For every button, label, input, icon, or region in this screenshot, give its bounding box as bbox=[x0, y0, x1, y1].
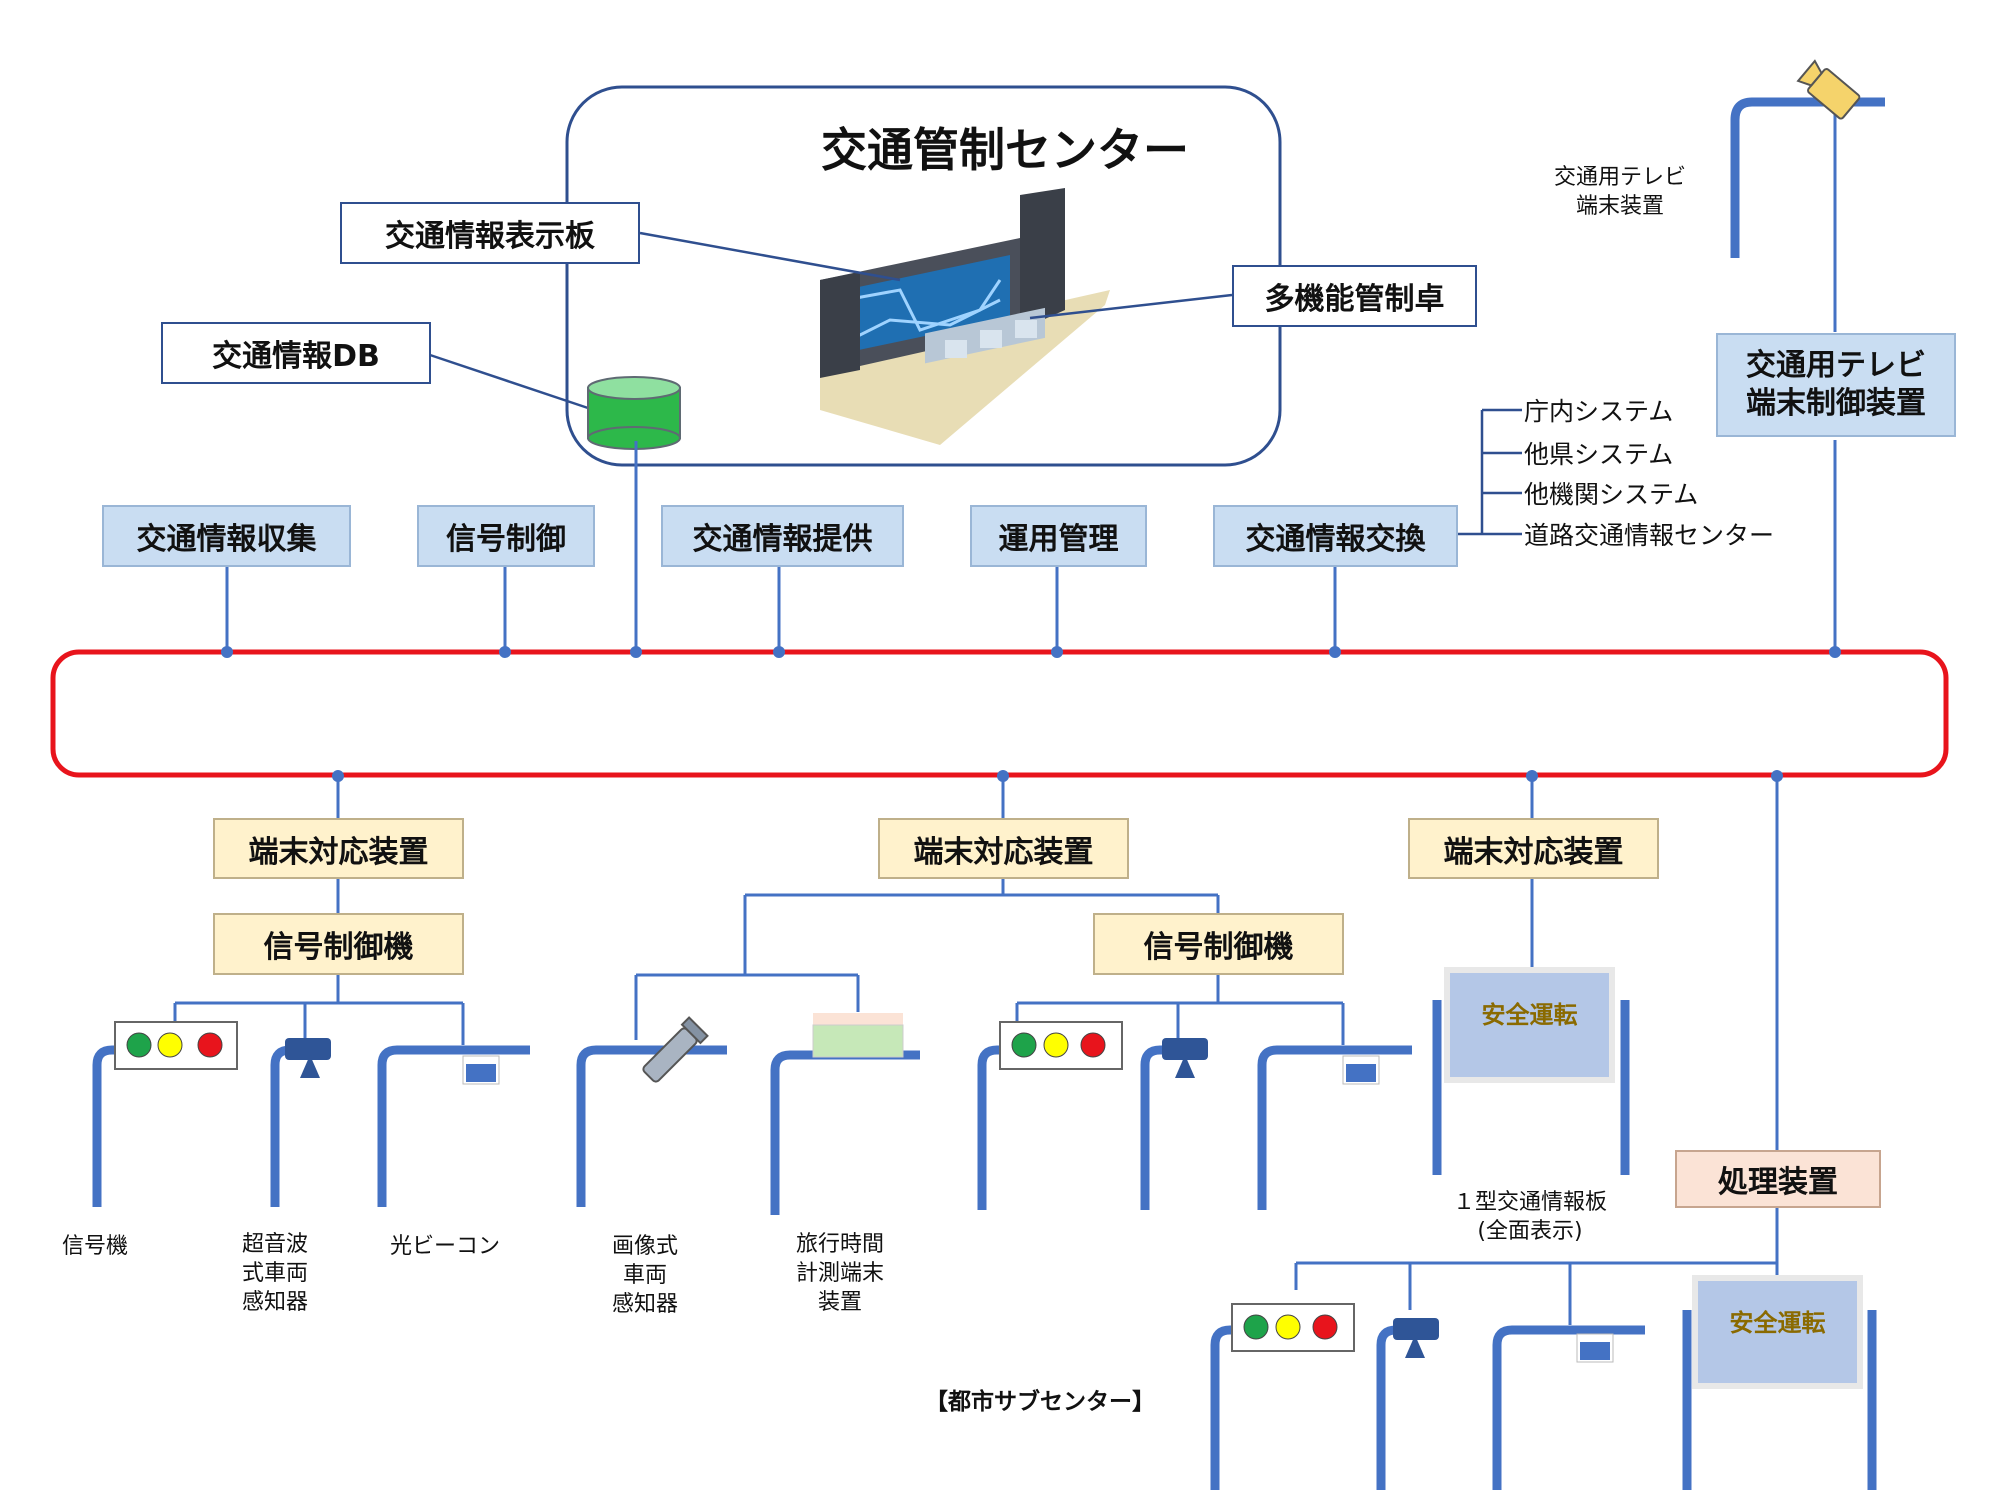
pole-beacon-3 bbox=[1492, 1325, 1645, 1490]
poles bbox=[92, 97, 1885, 1490]
traffic-signal-3 bbox=[1231, 1303, 1355, 1352]
function-traffic-collection[interactable]: 交通情報収集 bbox=[102, 505, 351, 567]
database-label: 交通情報DB bbox=[161, 322, 431, 384]
terminal-unit-1[interactable]: 端末対応装置 bbox=[213, 818, 464, 879]
display-board-label: 交通情報表示板 bbox=[340, 202, 640, 264]
terminal-unit-2[interactable]: 端末対応装置 bbox=[878, 818, 1129, 879]
function-info-provision[interactable]: 交通情報提供 bbox=[661, 505, 904, 567]
pole-traveltime bbox=[770, 1050, 920, 1215]
info-board-panel-2 bbox=[1692, 1275, 1863, 1389]
pole-signal-2 bbox=[977, 1045, 1004, 1210]
travel-time-label: 旅行時間 計測端末 装置 bbox=[795, 1232, 884, 1315]
signal-label: 信号機 bbox=[61, 1233, 128, 1259]
exchange-target-internal: 庁内システム bbox=[1524, 397, 1674, 426]
processing-unit[interactable]: 処理装置 bbox=[1675, 1150, 1881, 1208]
optical-beacon-2 bbox=[1342, 1055, 1380, 1085]
terminal-unit-3[interactable]: 端末対応装置 bbox=[1408, 818, 1659, 879]
traffic-signal-1 bbox=[114, 1021, 238, 1070]
signal-controller-2[interactable]: 信号制御機 bbox=[1093, 913, 1344, 975]
tv-camera-label: 交通用テレビ 端末装置 bbox=[1553, 165, 1686, 219]
tv-camera bbox=[1796, 59, 1861, 120]
exchange-target-other-pref: 他県システム bbox=[1524, 440, 1674, 469]
console-label: 多機能管制卓 bbox=[1232, 265, 1477, 327]
info-board-text-2: 安全運転 bbox=[1729, 1308, 1826, 1337]
image-detector-label: 画像式 車両 感知器 bbox=[611, 1234, 678, 1317]
tv-control-unit[interactable]: 交通用テレビ 端末制御装置 bbox=[1716, 333, 1956, 437]
optical-beacon-label: 光ビーコン bbox=[389, 1233, 500, 1259]
center-title: 交通管制センター bbox=[821, 123, 1189, 177]
info-board-text-1: 安全運転 bbox=[1481, 1000, 1578, 1029]
pole-image bbox=[576, 1045, 727, 1207]
function-connectors bbox=[225, 105, 1837, 651]
pole-beacon-1 bbox=[377, 1045, 530, 1207]
signal-controller-1[interactable]: 信号制御機 bbox=[213, 913, 464, 975]
info-board-panel-1 bbox=[1444, 967, 1615, 1083]
exchange-target-road-info-center: 道路交通情報センター bbox=[1524, 521, 1775, 550]
function-signal-control[interactable]: 信号制御 bbox=[417, 505, 595, 567]
pole-signal-3 bbox=[1210, 1325, 1237, 1490]
optical-beacon-3 bbox=[1576, 1333, 1614, 1363]
database-cylinder bbox=[587, 376, 681, 450]
pole-beacon-2 bbox=[1257, 1045, 1412, 1210]
info-board-label: １型交通情報板 (全面表示) bbox=[1452, 1190, 1607, 1244]
ultrasonic-detector-1 bbox=[285, 1038, 331, 1078]
network-junctions bbox=[221, 646, 1841, 782]
exchange-target-other-agency: 他機関システム bbox=[1524, 480, 1699, 509]
subcenter-label: 【都市サブセンター】 bbox=[925, 1388, 1155, 1415]
exchange-bracket bbox=[1458, 408, 1522, 536]
control-room-illustration bbox=[820, 188, 1110, 445]
ultrasonic-detector-3 bbox=[1393, 1318, 1439, 1358]
travel-time-device bbox=[812, 1013, 904, 1058]
pole-ultrasonic-2 bbox=[1140, 1045, 1180, 1210]
pole-signal-1 bbox=[92, 1045, 118, 1207]
field-connectors bbox=[173, 776, 1779, 1325]
ultrasonic-label: 超音波 式車両 感知器 bbox=[241, 1232, 308, 1315]
image-detector-camera bbox=[642, 1016, 709, 1083]
network-ring bbox=[50, 649, 1949, 778]
callout-db bbox=[429, 353, 589, 410]
callout-board bbox=[639, 231, 901, 282]
optical-beacon-1 bbox=[462, 1055, 500, 1085]
function-info-exchange[interactable]: 交通情報交換 bbox=[1213, 505, 1458, 567]
ultrasonic-detector-2 bbox=[1162, 1038, 1208, 1078]
traffic-signal-2 bbox=[999, 1021, 1123, 1070]
function-operation-management[interactable]: 運用管理 bbox=[970, 505, 1147, 567]
pole-tv-camera bbox=[1730, 97, 1885, 258]
callout-console bbox=[1029, 293, 1233, 320]
